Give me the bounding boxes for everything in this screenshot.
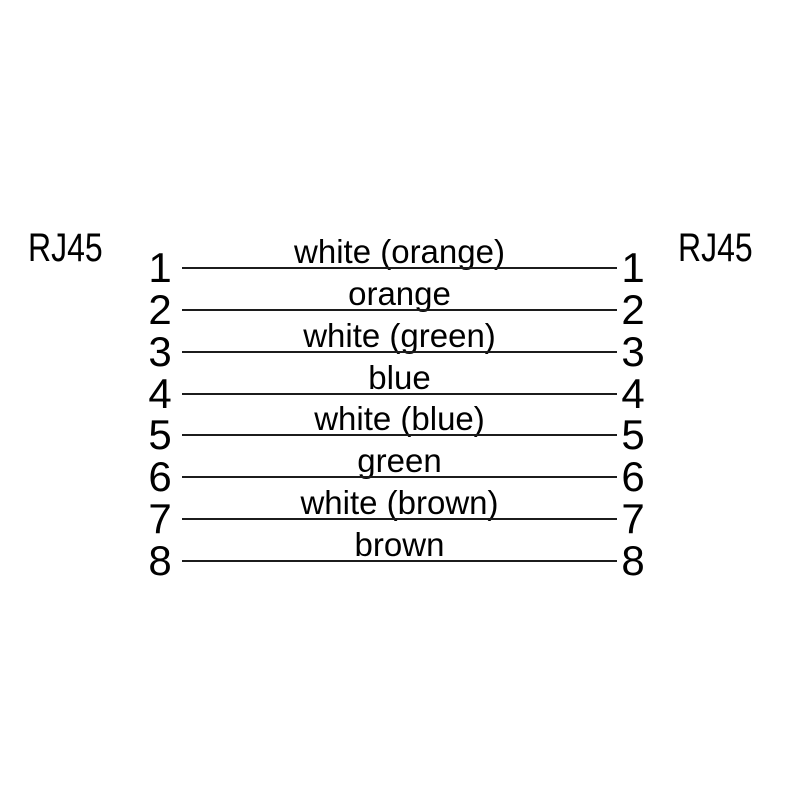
pin-number-left: 2 bbox=[148, 286, 172, 333]
pin-number-right: 1 bbox=[621, 244, 645, 291]
wire-label: blue bbox=[368, 359, 431, 396]
pin-number-left: 5 bbox=[148, 411, 172, 458]
wire-label: white (brown) bbox=[300, 484, 499, 521]
wire-line bbox=[182, 518, 617, 520]
wire-line bbox=[182, 393, 617, 395]
wire-line bbox=[182, 476, 617, 478]
pin-number-left: 7 bbox=[148, 495, 172, 542]
pin-number-right: 6 bbox=[621, 453, 645, 500]
wire-line bbox=[182, 434, 617, 436]
wire-label: white (green) bbox=[303, 317, 496, 354]
wire-label: brown bbox=[354, 526, 445, 563]
pin-number-right: 5 bbox=[621, 411, 645, 458]
pin-number-right: 7 bbox=[621, 495, 645, 542]
pin-number-right: 3 bbox=[621, 328, 645, 375]
wire-label: white (orange) bbox=[294, 233, 505, 270]
pin-number-right: 2 bbox=[621, 286, 645, 333]
pin-number-right: 8 bbox=[621, 537, 645, 584]
pin-number-left: 8 bbox=[148, 537, 172, 584]
pin-number-left: 4 bbox=[148, 370, 172, 417]
wire-line bbox=[182, 309, 617, 311]
wire-line bbox=[182, 351, 617, 353]
wire-label: green bbox=[357, 442, 442, 479]
connector-label-left: RJ45 bbox=[28, 226, 103, 270]
wire-label: orange bbox=[348, 275, 451, 312]
connector-label-right: RJ45 bbox=[678, 226, 753, 270]
pin-number-left: 1 bbox=[148, 244, 172, 291]
pin-number-left: 3 bbox=[148, 328, 172, 375]
pin-number-right: 4 bbox=[621, 370, 645, 417]
pin-number-left: 6 bbox=[148, 453, 172, 500]
wire-line bbox=[182, 267, 617, 269]
wire-line bbox=[182, 560, 617, 562]
wire-label: white (blue) bbox=[314, 400, 485, 437]
